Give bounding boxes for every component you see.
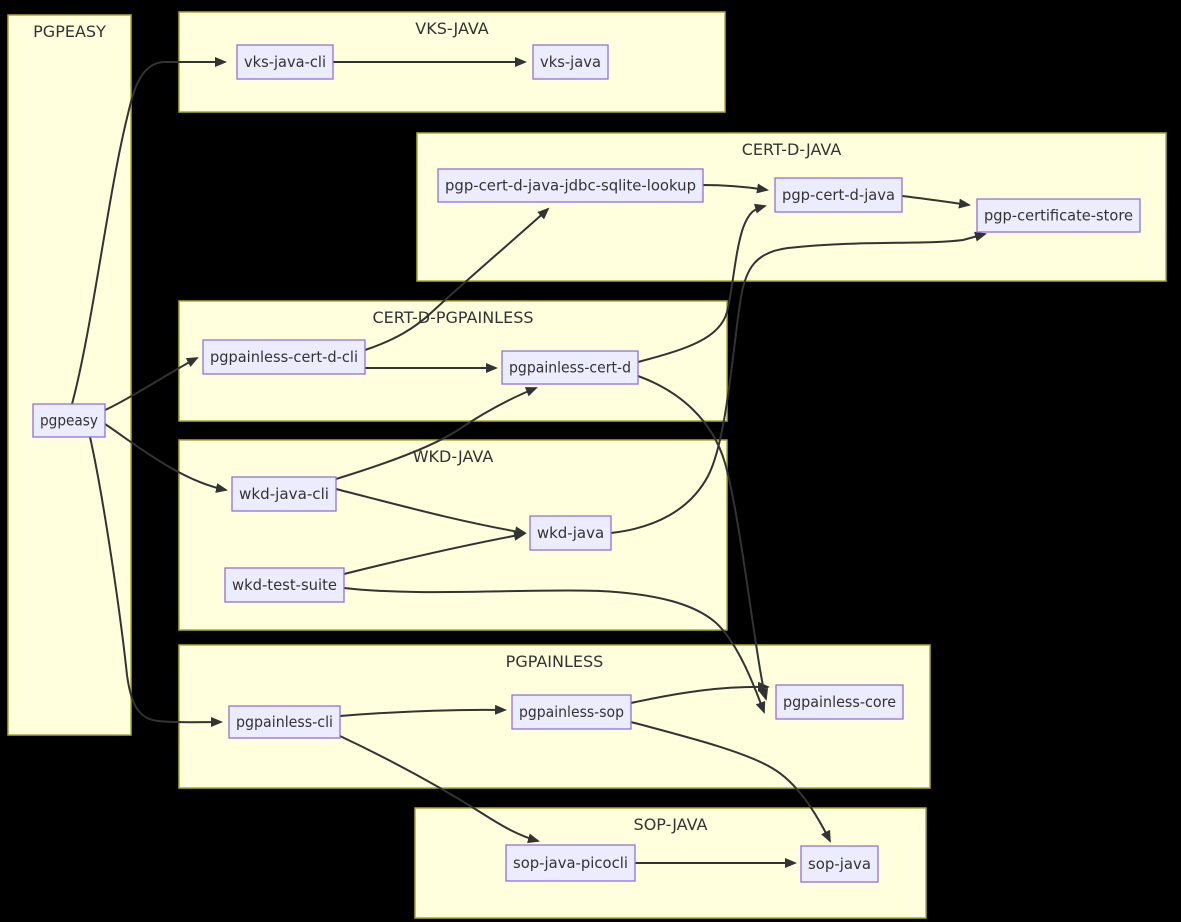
edge-pgpainless-sop-to-pgpainless-core (630, 681, 770, 704)
node-pgp-certificate-store-label: pgp-certificate-store (984, 207, 1133, 225)
node-sop-java-label: sop-java (808, 855, 871, 873)
node-wkd-test-suite (224, 567, 345, 603)
node-sop-java (800, 845, 879, 883)
node-wkd-java-cli-label: wkd-java-cli (239, 485, 329, 503)
node-pgp-cert-d-java-jdbc-sqlite-lookup (437, 168, 704, 203)
node-pgpainless-cert-d-label: pgpainless-cert-d (509, 359, 631, 377)
edge-wkd-test-suite-to-pgpainless-core (343, 587, 766, 714)
node-pgpainless-core-label: pgpainless-core (783, 693, 896, 711)
edge-pgpainless-cli-to-sop-java-picocli (339, 735, 540, 844)
edge-pgpainless-cert-d-cli-to-pgp-cert-d-java-jdbc-sqlite-lookup (364, 207, 550, 351)
node-pgpainless-sop (511, 694, 632, 730)
edge-pgp-cert-d-java-jdbc-sqlite-lookup-to-pgp-cert-d-java (702, 183, 769, 194)
edges-layer (71, 57, 987, 868)
node-vks-java-cli-label: vks-java-cli (244, 53, 326, 71)
edge-wkd-test-suite-to-wkd-java (343, 530, 526, 575)
edge-wkd-java-to-pgp-certificate-store (610, 231, 987, 534)
node-pgpainless-cert-d-cli-label: pgpainless-cert-d-cli (210, 348, 358, 366)
edge-pgpainless-cert-d-to-pgp-cert-d-java (637, 203, 767, 363)
node-pgpainless-cli (228, 705, 341, 739)
cluster-pgpainless-title: PGPAINLESS (506, 652, 604, 671)
node-pgpainless-sop-label: pgpainless-sop (519, 703, 624, 721)
nodes-layer: pgpeasy vks-java-cli vks-java pgp-cert-d-ja… (32, 44, 1141, 883)
node-vks-java-label: vks-java (540, 53, 601, 71)
node-pgpainless-cert-d-cli (202, 339, 366, 375)
edge-pgpeasy-to-pgpainless-cli (89, 436, 223, 728)
node-pgp-cert-d-java-label: pgp-cert-d-java (782, 186, 895, 204)
node-pgp-certificate-store (976, 198, 1141, 233)
edge-wkd-java-cli-to-pgpainless-cert-d (335, 387, 538, 480)
edge-pgpeasy-to-pgpainless-cert-d-cli (104, 357, 199, 411)
node-pgp-cert-d-java-jdbc-sqlite-lookup-label: pgp-cert-d-java-jdbc-sqlite-lookup (445, 177, 696, 195)
node-pgpainless-cert-d (501, 350, 639, 385)
node-wkd-test-suite-label: wkd-test-suite (232, 576, 337, 594)
node-pgpeasy-label: pgpeasy (40, 412, 98, 430)
edge-wkd-java-cli-to-wkd-java (335, 488, 527, 537)
node-wkd-java-cli (231, 476, 337, 512)
edge-pgpeasy-to-vks-java-cli (71, 57, 227, 405)
edge-pgpainless-sop-to-sop-java (630, 721, 831, 843)
node-pgp-cert-d-java (774, 177, 903, 213)
node-pgpeasy (32, 403, 106, 438)
node-vks-java-cli (236, 44, 334, 80)
edge-pgp-cert-d-java-to-pgp-certificate-store (901, 195, 971, 209)
node-pgpainless-core (775, 684, 904, 720)
cluster-vks-java-title: VKS-JAVA (415, 19, 489, 38)
node-wkd-java-label: wkd-java (537, 524, 604, 542)
edge-pgpeasy-to-wkd-java-cli (104, 423, 228, 493)
cluster-cert-d-pgpainless-title: CERT-D-PGPAINLESS (372, 308, 533, 327)
cluster-pgpeasy (7, 14, 132, 736)
edge-pgpainless-cli-to-pgpainless-sop (339, 704, 507, 717)
clusters-layer: PGPEASY VKS-JAVA CERT-D-JAVA CERT-D-PGPAINL… (7, 11, 1167, 919)
node-wkd-java (529, 515, 612, 551)
node-pgpainless-cli-label: pgpainless-cli (236, 713, 333, 731)
node-sop-java-picocli-label: sop-java-picocli (513, 854, 628, 872)
node-vks-java (532, 44, 609, 80)
cluster-sop-java-title: SOP-JAVA (634, 815, 708, 834)
cluster-wkd-java-title: WKD-JAVA (413, 447, 494, 466)
cluster-cert-d-java-title: CERT-D-JAVA (742, 140, 842, 159)
node-sop-java-picocli (505, 844, 636, 882)
cluster-pgpeasy-title: PGPEASY (33, 22, 106, 41)
